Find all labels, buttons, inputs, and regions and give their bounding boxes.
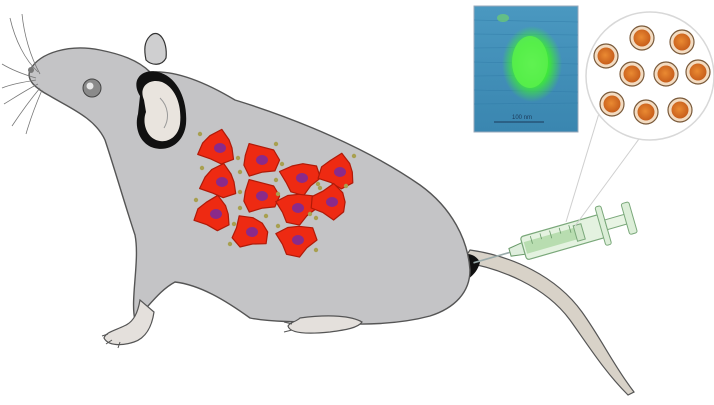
tumor-nanoparticle-dot (194, 198, 198, 202)
mouse-ear-back (145, 33, 166, 64)
tumor-cell-nucleus (210, 209, 222, 219)
tumor-cell-nucleus (246, 227, 258, 237)
mouse-hind-foot (288, 316, 362, 333)
scale-bar-label: 100 nm (512, 115, 532, 121)
tumor-nanoparticle-dot (316, 182, 320, 186)
tumor-cell-nucleus (326, 197, 338, 207)
nanoparticle (634, 100, 658, 124)
tumor-cell-nucleus (296, 173, 308, 183)
tumor-cell-nucleus (256, 155, 268, 165)
nanoparticle (670, 30, 694, 54)
tumor-cell-nucleus (256, 191, 268, 201)
fluorescence-micrograph-icon: 100 nm (474, 6, 578, 132)
tumor-nanoparticle-dot (318, 186, 322, 190)
nanoparticle (620, 62, 644, 86)
tumor-nanoparticle-dot (264, 214, 268, 218)
nanoparticle (594, 44, 618, 68)
tumor-nanoparticle-dot (200, 166, 204, 170)
tumor-nanoparticle-dot (352, 154, 356, 158)
tumor-nanoparticle-dot (280, 162, 284, 166)
nanoparticle (600, 92, 624, 116)
tumor-nanoparticle-dot (344, 184, 348, 188)
nanoparticle (686, 60, 710, 84)
tumor-cell-nucleus (292, 203, 304, 213)
tumor-nanoparticle-dot (238, 170, 242, 174)
tumor-nanoparticle-dot (238, 190, 242, 194)
tumor-nanoparticle-dot (308, 212, 312, 216)
tumor-nanoparticle-dot (276, 224, 280, 228)
nanoparticle (654, 62, 678, 86)
tumor-nanoparticle-dot (238, 206, 242, 210)
tumor-cell-nucleus (214, 143, 226, 153)
tumor-cell-nucleus (334, 167, 346, 177)
tumor-nanoparticle-dot (236, 156, 240, 160)
tumor-nanoparticle-dot (232, 222, 236, 226)
tumor-nanoparticle-dot (274, 178, 278, 182)
tumor-cell-nucleus (292, 235, 304, 245)
nanoparticle (630, 26, 654, 50)
nanoparticle-magnifier-icon (586, 12, 714, 140)
mouse-front-leg (104, 300, 154, 345)
tumor-nanoparticle-dot (228, 242, 232, 246)
mouse-tail (462, 250, 634, 395)
tumor-nanoparticle-dot (274, 142, 278, 146)
tumor-nanoparticle-dot (314, 216, 318, 220)
tumor-nanoparticle-dot (276, 192, 280, 196)
nanoparticle (668, 98, 692, 122)
tumor-cell-nucleus (216, 177, 228, 187)
tumor-nanoparticle-dot (198, 132, 202, 136)
tumor-nanoparticle-dot (314, 248, 318, 252)
